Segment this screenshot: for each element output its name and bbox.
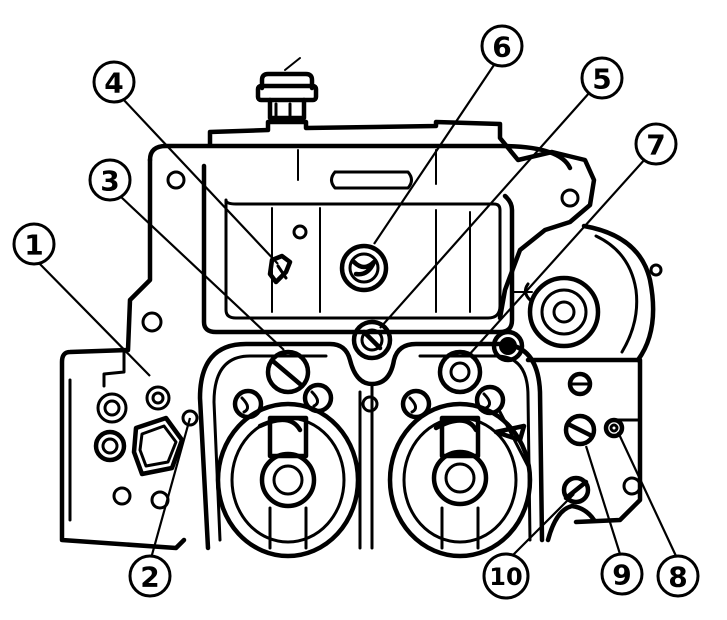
- center-screw: [351, 319, 393, 361]
- pilot-jet-clip: [267, 253, 293, 285]
- adjusting-screws: [545, 371, 625, 543]
- callout-2-label: 2: [140, 561, 159, 594]
- left-barrel: [215, 349, 361, 559]
- top-cover: [147, 119, 597, 321]
- callout-8-label: 8: [668, 561, 687, 594]
- leader-4: [121, 97, 279, 265]
- leader-3: [119, 195, 285, 351]
- leader-6: [373, 61, 497, 245]
- leader-5: [379, 91, 591, 329]
- leader-1: [33, 257, 151, 377]
- accelerator-pump: [511, 223, 663, 363]
- right-barrel: [387, 329, 533, 559]
- callout-6: 6: [480, 24, 524, 68]
- leader-8: [617, 431, 677, 557]
- callout-3: 3: [88, 158, 132, 202]
- callout-5-label: 5: [592, 63, 611, 96]
- leader-7: [467, 157, 647, 357]
- callout-7-label: 7: [646, 129, 665, 162]
- callout-9-label: 9: [612, 559, 631, 592]
- callout-2: 2: [128, 554, 172, 598]
- callout-6-label: 6: [492, 31, 511, 64]
- throttle-body: [197, 341, 545, 551]
- callout-8: 8: [656, 554, 700, 598]
- main-jet: [339, 243, 389, 293]
- callout-5: 5: [580, 56, 624, 100]
- callout-3-label: 3: [100, 165, 119, 198]
- filler-plug: [255, 57, 319, 121]
- callout-9: 9: [600, 552, 644, 596]
- callout-labels: 1 2 3 4 5 6 7 8: [12, 24, 700, 600]
- leader-2: [148, 417, 192, 563]
- callout-1: 1: [12, 222, 56, 266]
- leader-9: [584, 445, 622, 555]
- callout-4: 4: [92, 60, 136, 104]
- carburetor-body: [59, 57, 663, 559]
- leader-10: [509, 493, 575, 559]
- float-chamber-window: [201, 163, 515, 335]
- callout-10: 10: [482, 552, 530, 600]
- callout-7: 7: [634, 122, 678, 166]
- leader-lines: [33, 61, 677, 563]
- callout-10-label: 10: [489, 563, 522, 591]
- callout-1-label: 1: [24, 229, 43, 262]
- callout-4-label: 4: [104, 67, 123, 100]
